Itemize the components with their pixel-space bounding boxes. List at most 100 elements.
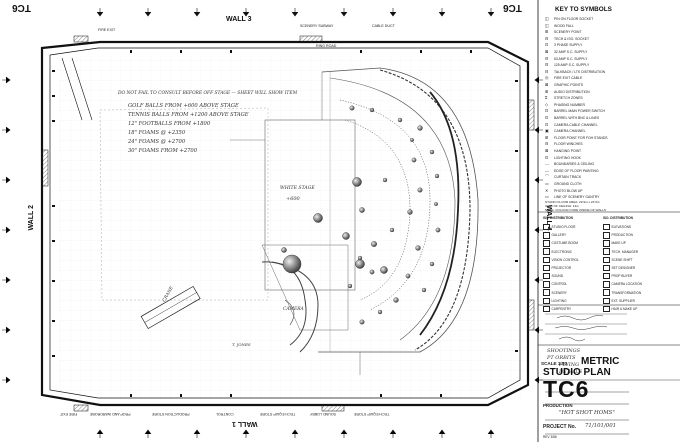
distribution-item[interactable]: SCENE SHIFT xyxy=(603,256,642,264)
checkbox[interactable] xyxy=(543,223,550,231)
legend-symbol-icon: ◫ xyxy=(545,16,549,21)
legend-text: AUDIO DISTRIBUTION xyxy=(554,89,590,94)
distribution-item[interactable]: MAKE UP xyxy=(603,239,642,247)
distribution-item[interactable]: GALLERY xyxy=(543,231,579,239)
distribution-item[interactable]: CAMERA LOCATION xyxy=(603,280,642,288)
checkbox[interactable] xyxy=(543,289,550,296)
distribution-item[interactable]: STUDIO FLOOR xyxy=(543,223,579,231)
legend-symbol-icon: ✕ xyxy=(545,187,549,193)
distribution-item[interactable]: CARPENTRY xyxy=(543,305,579,313)
checkbox[interactable] xyxy=(603,232,610,239)
cable-duct-label: CABLE DUCT xyxy=(372,24,395,28)
bottom-room-label: TECH EQUIP STORE xyxy=(260,412,296,416)
floor-d-edge xyxy=(419,91,460,336)
legend-symbol-icon: ⌗ xyxy=(545,95,548,101)
distribution-item[interactable]: LIGHTING xyxy=(543,297,579,305)
legend-text: TALKBACK / LTK DISTRIBUTION xyxy=(554,69,606,74)
legend-symbol-icon: ▭ xyxy=(545,194,549,200)
legend-symbol-icon: ⌒ xyxy=(545,174,549,180)
checkbox[interactable] xyxy=(603,223,610,231)
left-area-outline xyxy=(99,107,269,301)
fire-exit-label-bl: FIRE EXIT xyxy=(60,412,78,416)
legend-item: ⊡ BARREL MAIN POWER SWITCH xyxy=(545,108,605,113)
legend-text: EDGE OF FLOOR PAINTING xyxy=(554,168,599,173)
checkbox[interactable] xyxy=(543,256,550,264)
legend-text: PIN ON FLOOR SOCKET xyxy=(554,17,594,21)
legend-item: ⊞FLOOR POINT FOR FOH STANDS xyxy=(545,135,608,140)
legend-symbol-icon: ⊠ xyxy=(545,49,549,54)
legend-text: BARREL MAIN POWER SWITCH xyxy=(554,109,605,114)
legend-item: ◫WOOD FALL xyxy=(545,23,574,28)
distribution-item[interactable]: SET DESIGNER xyxy=(603,264,642,272)
legend-item: ✕PHOTO BLOW UP xyxy=(545,188,583,193)
distribution-item[interactable]: TECH. MANAGER xyxy=(603,248,642,256)
drawing-note: SHOOTINGS xyxy=(547,348,581,354)
legend-symbol-icon: ⊡ xyxy=(545,108,549,114)
checkbox[interactable] xyxy=(543,240,550,247)
checkbox[interactable] xyxy=(543,281,550,288)
bottom-door-sound-lobby xyxy=(321,404,345,412)
title-block-frame xyxy=(537,0,680,442)
checkbox[interactable] xyxy=(543,297,550,305)
checkbox[interactable] xyxy=(543,248,550,255)
fire-exit-label-tl: FIRE EXIT xyxy=(98,28,116,32)
distribution-item[interactable]: TRANSFORMATION xyxy=(603,289,642,297)
checkbox[interactable] xyxy=(543,305,550,313)
legend-item: ⌒CURTAIN TRACK xyxy=(545,174,581,180)
distribution-item[interactable]: VISION CONTROL xyxy=(543,256,579,264)
checkbox[interactable] xyxy=(543,264,550,272)
distribution-label: STUDIO FLOOR xyxy=(551,225,576,230)
distribution-label: SET DESIGNER xyxy=(611,266,636,271)
checkbox[interactable] xyxy=(603,305,610,313)
legend-symbol-icon: ⊠ xyxy=(545,148,549,153)
distribution-label: CONTROL xyxy=(551,282,568,287)
legend-item: —EDGE OF FLOOR PAINTING xyxy=(545,168,599,173)
distribution-item[interactable]: ELECTRONIC xyxy=(543,248,579,256)
drawing-note: DETAILS xyxy=(559,369,583,375)
legend-text: CAMERA CABLE CHANNEL xyxy=(554,122,598,127)
legend-text: 32 AMP S.C. SUPPLY xyxy=(554,50,588,54)
legend-symbol-icon: ⊟ xyxy=(545,62,549,68)
checkbox[interactable] xyxy=(603,240,610,247)
distribution-item[interactable]: EXT. SUPPLIER xyxy=(603,297,642,305)
distribution-item[interactable]: COSTUME BOOM xyxy=(543,239,579,247)
checkbox[interactable] xyxy=(603,297,610,305)
distribution-item[interactable]: PROP BUYER xyxy=(603,272,642,280)
distribution-item[interactable]: PRODUCTION xyxy=(603,231,642,239)
legend-symbol-icon: ⊠ xyxy=(545,82,549,87)
stage-platform xyxy=(264,119,356,291)
legend-text: STRETCH ZONES xyxy=(554,96,583,101)
distribution-column-1: ISO. DISTRIBUTION STUDIO FLOOR GALLERY C… xyxy=(543,216,579,313)
bottom-room-label: SOUND LOBBY xyxy=(310,412,336,416)
distribution-label: PROP BUYER xyxy=(611,274,633,279)
distribution-label: CARPENTRY xyxy=(551,306,572,311)
distribution-label: SOUND xyxy=(551,274,564,279)
crane xyxy=(140,285,201,330)
checkbox[interactable] xyxy=(603,248,610,255)
checkbox[interactable] xyxy=(603,272,610,280)
distribution-item[interactable]: PROJECTOR xyxy=(543,264,579,272)
legend-text: GRAPHIC POINTS xyxy=(554,83,584,87)
legend-text: TECH & ISO. SOCKET xyxy=(554,36,590,41)
distribution-item[interactable]: ELEVATIONS xyxy=(603,223,642,231)
checkbox[interactable] xyxy=(543,232,550,239)
checkbox[interactable] xyxy=(603,256,610,264)
checkbox[interactable] xyxy=(603,289,610,296)
distribution-item[interactable]: CONTROL xyxy=(543,280,579,288)
legend-note: GRID OF CEILING: 14m xyxy=(545,204,579,208)
distribution-item[interactable]: SCENERY xyxy=(543,289,579,297)
legend-text: FIRE EXIT CABLE xyxy=(554,76,583,81)
distribution-item[interactable]: SOUND xyxy=(543,272,579,280)
checkbox[interactable] xyxy=(543,272,550,280)
checkbox[interactable] xyxy=(603,281,610,288)
distribution-label: PROJECTOR xyxy=(551,266,572,271)
distribution-item[interactable]: HAIR & MAKE UP xyxy=(603,305,642,313)
distribution-column-2: ISO. DISTRIBUTION ELEVATIONS PRODUCTION … xyxy=(603,216,642,313)
centre-note-height: +600 xyxy=(286,196,300,202)
legend-text: 125 AMP S.C. SUPPLY xyxy=(554,63,590,68)
wall-sockets xyxy=(52,50,518,397)
title-studio-plan: STUDIO PLAN xyxy=(543,367,611,378)
legend-symbol-icon: ⊞ xyxy=(545,88,549,94)
checkbox[interactable] xyxy=(603,264,610,272)
